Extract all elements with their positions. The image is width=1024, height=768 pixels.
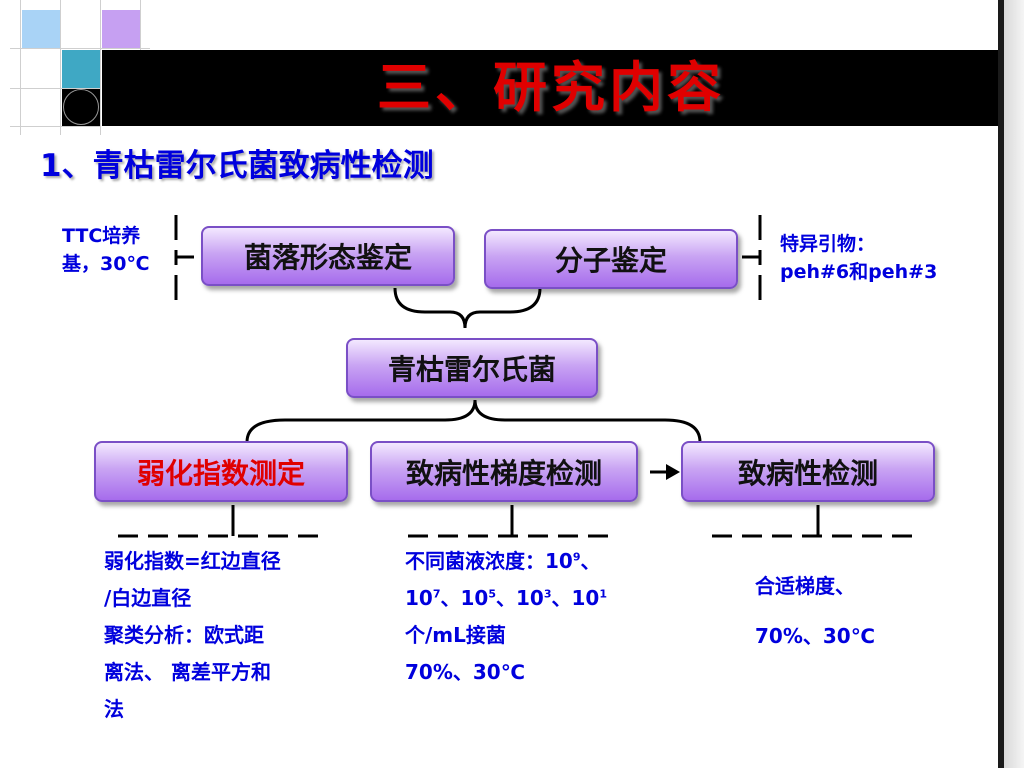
deco-square xyxy=(102,10,140,48)
left-note-line2: 基，30℃ xyxy=(62,253,150,275)
attenuation-index-box: 弱化指数测定 xyxy=(94,441,348,502)
col2-notes: 不同菌液浓度：109、 107、105、103、101 个/mL接菌 70%、3… xyxy=(405,543,607,691)
col3-line2: 70%、30℃ xyxy=(755,624,875,648)
deco-circle xyxy=(63,89,99,125)
grid-line xyxy=(140,0,141,50)
grid-line xyxy=(10,126,100,127)
page-title: 三、研究内容 xyxy=(377,56,725,119)
col2-line2: 107、105、103、101 xyxy=(405,586,607,610)
grid-line xyxy=(10,48,150,49)
grid-line xyxy=(60,0,61,135)
grid-line xyxy=(100,0,101,135)
pathogenicity-gradient-box: 致病性梯度检测 xyxy=(370,441,638,502)
ralstonia-box: 青枯雷尔氏菌 xyxy=(346,338,598,398)
right-note-line2: peh#6和peh#3 xyxy=(780,261,938,283)
col2-line1: 不同菌液浓度：109、 xyxy=(405,549,601,573)
right-border xyxy=(998,0,1004,768)
col1-notes: 弱化指数=红边直径 /白边直径 聚类分析：欧式距 离法、 离差平方和 法 xyxy=(104,543,281,728)
deco-square xyxy=(22,10,60,48)
deco-square xyxy=(62,50,100,88)
right-note-line1: 特异引物： xyxy=(780,233,876,255)
col1-line1: 弱化指数=红边直径 xyxy=(104,549,281,573)
col1-line2: /白边直径 xyxy=(104,586,192,610)
colony-morphology-box: 菌落形态鉴定 xyxy=(201,226,455,286)
col3-line1: 合适梯度、 xyxy=(755,574,855,598)
grid-line xyxy=(10,88,100,89)
left-note: TTC培养 基，30℃ xyxy=(62,222,149,278)
col1-line4: 离法、 离差平方和 xyxy=(104,660,271,684)
pathogenicity-detection-box: 致病性检测 xyxy=(681,441,935,502)
col1-line5: 法 xyxy=(104,697,124,721)
right-shadow xyxy=(1004,0,1024,768)
col2-line4: 70%、30℃ xyxy=(405,660,525,684)
grid-line xyxy=(20,0,21,135)
col1-line3: 聚类分析：欧式距 xyxy=(104,623,264,647)
title-bar: 三、研究内容 xyxy=(102,50,1000,126)
left-note-line1: TTC培养 xyxy=(62,225,141,247)
molecular-identification-box: 分子鉴定 xyxy=(484,229,738,289)
right-note: 特异引物： peh#6和peh#3 xyxy=(780,230,937,286)
col2-line3: 个/mL接菌 xyxy=(405,623,506,647)
section-subtitle: 1、青枯雷尔氏菌致病性检测 xyxy=(40,148,434,184)
col3-notes: 合适梯度、 70%、30℃ xyxy=(755,561,875,661)
